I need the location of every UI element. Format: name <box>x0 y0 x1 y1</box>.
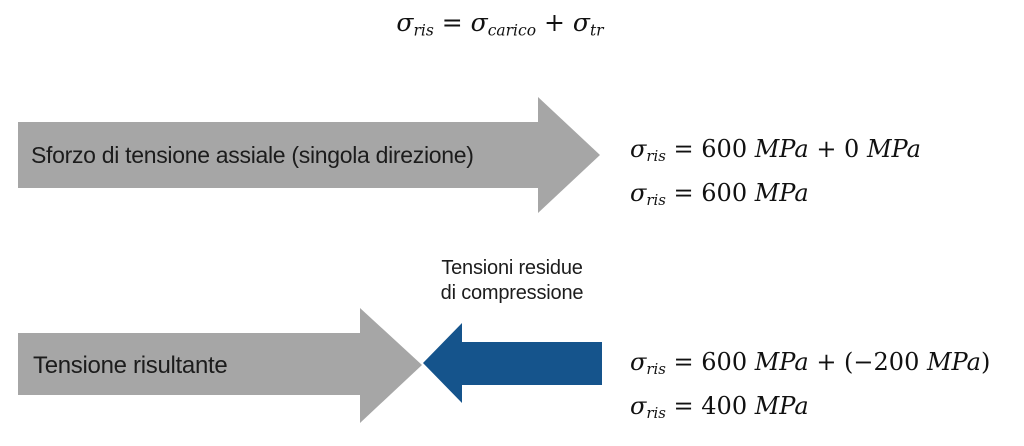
resultant-tension-arrow: Tensione risultante <box>18 308 422 423</box>
equation-row2-line1: σris = 600 MPa + (−200 MPa) <box>630 348 991 379</box>
residual-compression-label: Tensioni residue di compressione <box>412 256 612 306</box>
row1-equations: σris = 600 MPa + 0 MPa σris = 600 MPa <box>630 134 921 222</box>
formula-resultant-stress: σris = σcarico + σtr <box>396 8 604 40</box>
equation-row2-line2: σris = 400 MPa <box>630 392 809 423</box>
residual-compression-label-line2: di compressione <box>440 282 584 304</box>
row2-equations: σris = 600 MPa + (−200 MPa) σris = 400 M… <box>630 347 990 435</box>
compressive-residual-arrow <box>423 323 602 403</box>
axial-tension-arrow-label: Sforzo di tensione assiale (singola dire… <box>31 141 474 168</box>
equation-row1-line1: σris = 600 MPa + 0 MPa <box>630 135 921 166</box>
axial-tension-arrow: Sforzo di tensione assiale (singola dire… <box>18 97 600 213</box>
residual-compression-label-line1: Tensioni residue <box>441 257 583 279</box>
equation-row1-line2: σris = 600 MPa <box>630 179 809 210</box>
resultant-tension-arrow-label: Tensione risultante <box>33 351 228 379</box>
